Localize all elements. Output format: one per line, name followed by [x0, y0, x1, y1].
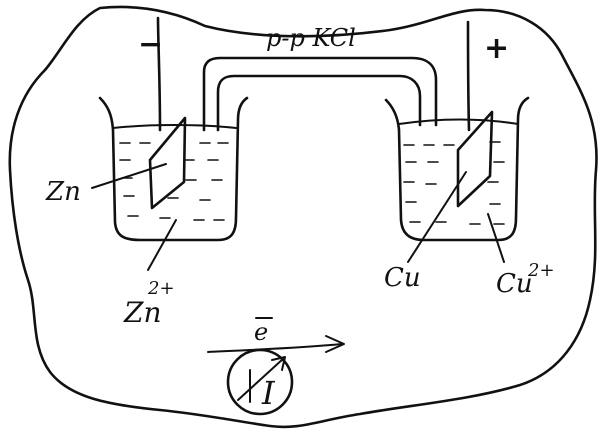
- zinc-electrode: [148, 16, 187, 210]
- anode-ion-charge: 2+: [147, 278, 175, 299]
- copper-electrode: [456, 20, 494, 208]
- anode-metal-label: Zn: [45, 177, 81, 207]
- anode-ion-leader: [147, 219, 177, 271]
- arrow-right-icon: [207, 335, 345, 353]
- anode-ion-label: Zn: [123, 296, 162, 329]
- right-beaker: [384, 96, 530, 242]
- galvanometer-icon: [226, 348, 294, 416]
- outer-boundary: [8, 5, 598, 429]
- salt-bridge: [202, 56, 438, 132]
- anode-sign: −: [138, 27, 163, 62]
- left-beaker: [98, 96, 249, 242]
- electron-label: e: [254, 318, 268, 346]
- anode-metal-leader: [91, 163, 167, 189]
- cathode-sign: +: [484, 31, 509, 66]
- cathode-ion-leader: [487, 213, 505, 263]
- galvanometer-label: I: [261, 374, 276, 412]
- salt-bridge-label: p-p KCl: [266, 24, 356, 52]
- right-solution-dashes: [403, 141, 505, 225]
- cathode-ion-label: Cu: [496, 269, 533, 299]
- left-solution-dashes: [119, 142, 229, 221]
- cathode-metal-leader: [407, 171, 467, 263]
- cathode-metal-label: Cu: [384, 263, 421, 293]
- cathode-ion-charge: 2+: [527, 260, 555, 281]
